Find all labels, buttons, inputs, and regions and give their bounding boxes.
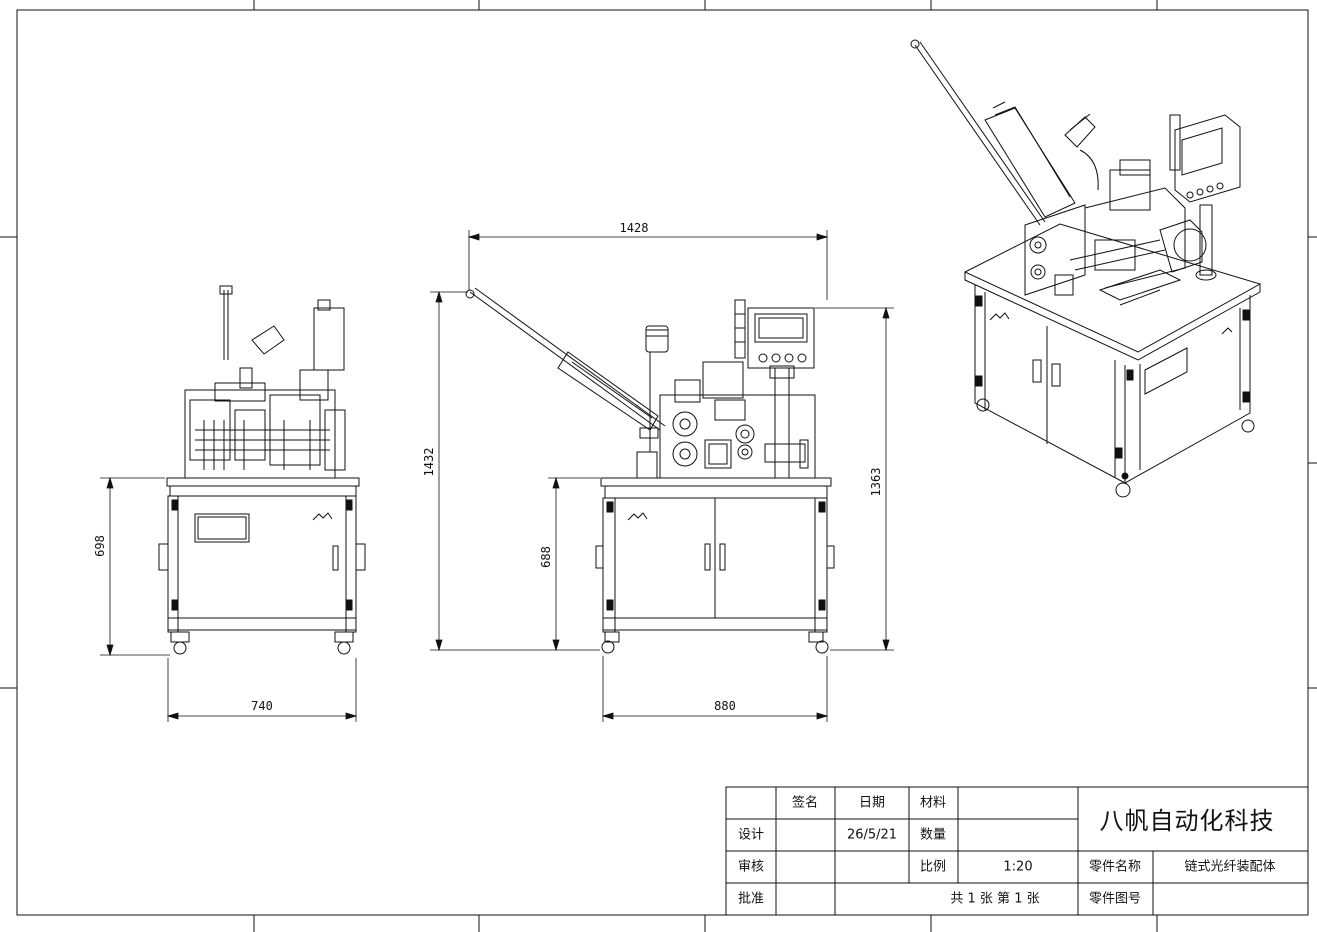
- side-view: [158, 285, 366, 655]
- label-quantity: 数量: [919, 827, 947, 843]
- design-date: 26/5/21: [846, 827, 898, 843]
- dim-front-cabinet-height: 688: [539, 546, 553, 568]
- dim-front-total-height: 1432: [422, 447, 436, 477]
- dim-left-height: 698: [93, 535, 107, 557]
- title-block-grid: [725, 786, 1309, 916]
- label-approve: 批准: [737, 891, 765, 907]
- label-scale: 比例: [919, 859, 947, 875]
- dim-front-top-height: 1363: [869, 467, 883, 497]
- label-design: 设计: [737, 827, 765, 843]
- dim-front-width: 880: [714, 699, 736, 713]
- part-name-value: 链式光纤装配体: [1184, 859, 1276, 875]
- label-part-name: 零件名称: [1088, 859, 1142, 875]
- sheet-info: 共 1 张 第 1 张: [950, 891, 1040, 907]
- label-part-number: 零件图号: [1088, 891, 1142, 907]
- header-date: 日期: [858, 795, 886, 811]
- dim-front-total-width: 1428: [619, 221, 649, 235]
- dim-left-width: 740: [251, 699, 273, 713]
- side-view-dimensions: [100, 476, 358, 722]
- front-view-dimensions: [430, 230, 894, 722]
- header-sign: 签名: [791, 795, 819, 811]
- isometric-view: [910, 39, 1262, 498]
- scale-value: 1:20: [1003, 859, 1033, 875]
- company-name: 八帆自动化科技: [1099, 807, 1275, 835]
- label-review: 审核: [737, 859, 765, 875]
- front-view: [465, 287, 835, 654]
- header-material: 材料: [919, 795, 947, 811]
